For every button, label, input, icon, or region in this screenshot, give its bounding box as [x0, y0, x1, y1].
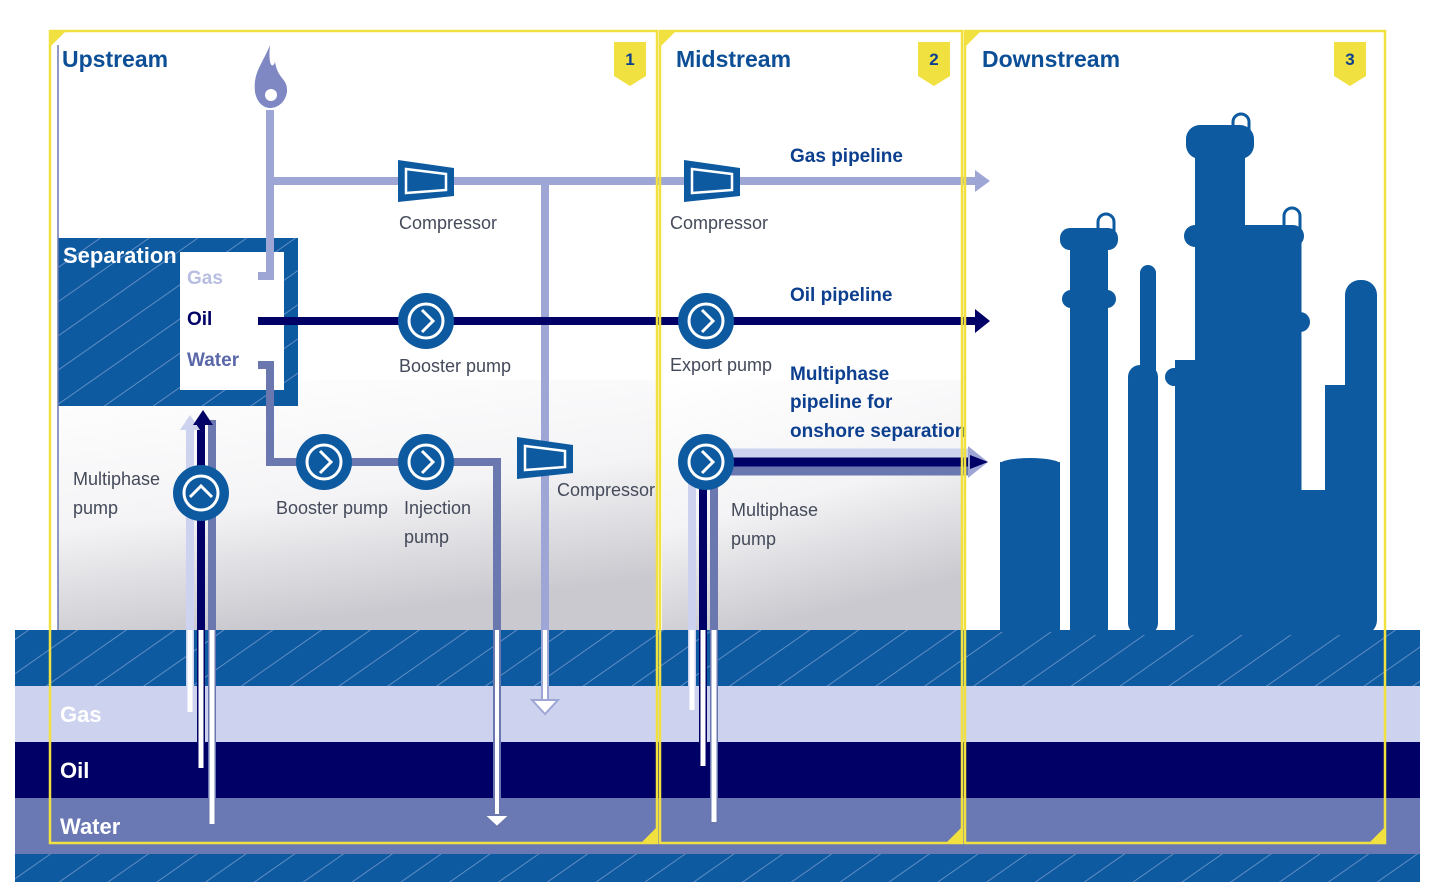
- layer-label-water: Water: [60, 814, 121, 839]
- svg-text:2: 2: [929, 50, 938, 69]
- oil-arrow: [975, 309, 990, 333]
- booster-pump-icon: [398, 293, 454, 349]
- svg-text:3: 3: [1345, 50, 1354, 69]
- refinery-icon: [1000, 112, 1377, 635]
- compressor-label: Compressor: [557, 480, 655, 500]
- compressor-icon: [517, 437, 573, 479]
- flare-gas-pipe: [258, 110, 274, 280]
- flare-icon: [254, 45, 288, 108]
- booster-pump-label: Booster pump: [399, 356, 511, 376]
- gas-pipeline-label: Gas pipeline: [790, 146, 903, 167]
- multiphase-pump-label: Multiphase: [731, 500, 818, 520]
- multiphase-pump-label: pump: [731, 529, 776, 549]
- gas-arrow: [975, 170, 990, 192]
- svg-text:1: 1: [625, 50, 634, 69]
- injection-pump-label: Injection: [404, 498, 471, 518]
- multiphase-pump-icon: [678, 434, 734, 490]
- upstream-frame: [48, 29, 659, 845]
- separation-output-water: Water: [187, 350, 240, 371]
- multiphase-pump-label: Multiphase: [73, 469, 160, 489]
- layer-label-gas: Gas: [60, 702, 102, 727]
- section-number-badge: 3: [1334, 42, 1366, 86]
- oil-pipeline-label: Oil pipeline: [790, 285, 892, 306]
- booster-pump-icon: [296, 434, 352, 490]
- compressor-label: Compressor: [670, 213, 768, 233]
- multiphase-pump-label: pump: [73, 498, 118, 518]
- section-title-midstream: Midstream: [676, 46, 791, 72]
- booster-pump-label: Booster pump: [276, 498, 388, 518]
- compressor-icon: [398, 160, 454, 202]
- separation-output-oil: Oil: [187, 309, 212, 330]
- compressor-icon: [684, 160, 740, 202]
- multiphase-pipeline-label: Multiphase: [790, 364, 889, 385]
- injection-pump-icon: [398, 434, 454, 490]
- separation-output-gas: Gas: [187, 268, 223, 289]
- layer-label-oil: Oil: [60, 758, 89, 783]
- section-number-badge: 2: [918, 42, 950, 86]
- water-injection-pipe: [258, 361, 501, 815]
- downstream-frame: [963, 29, 1387, 845]
- export-pump-label: Export pump: [670, 355, 772, 375]
- separation-title: Separation: [63, 243, 177, 268]
- section-title-downstream: Downstream: [982, 46, 1120, 72]
- bedrock-layer: [15, 854, 1420, 882]
- section-title-upstream: Upstream: [62, 46, 168, 72]
- pump-icons: [173, 293, 734, 521]
- compressor-icons: [398, 160, 740, 479]
- compressor-label: Compressor: [399, 213, 497, 233]
- multiphase-pump-icon: [173, 465, 229, 521]
- injection-pump-label: pump: [404, 527, 449, 547]
- upstream-background: [58, 380, 658, 630]
- multiphase-pipeline-label: onshore separation: [790, 421, 966, 442]
- multiphase-pipeline-label: pipeline for: [790, 392, 893, 413]
- midstream-frame: [658, 29, 964, 845]
- export-pump-icon: [678, 293, 734, 349]
- section-frames: [48, 29, 1387, 845]
- section-number-badge: 1: [614, 42, 646, 86]
